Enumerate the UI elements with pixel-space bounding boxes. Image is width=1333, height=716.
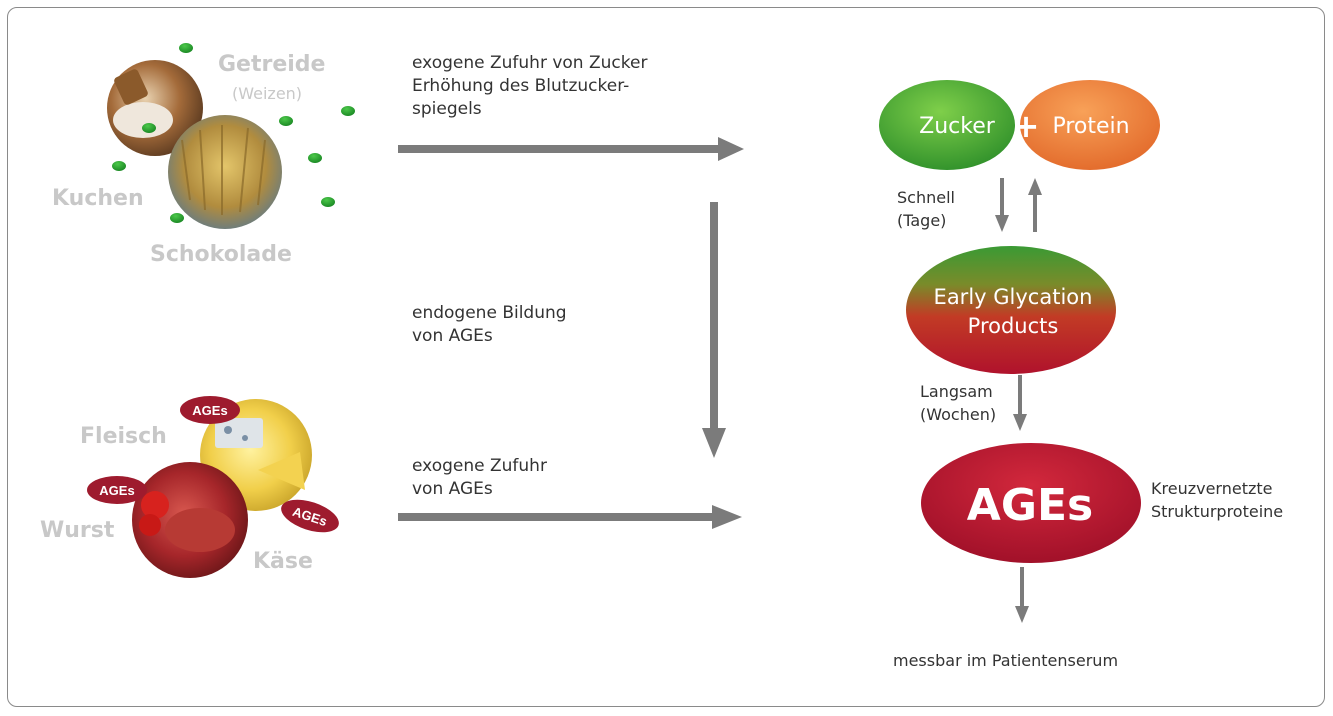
- sugar-food-images: [107, 60, 282, 229]
- text-kreuzvernetzt: Kreuzvernetzte Strukturproteine: [1151, 479, 1284, 521]
- main-arrows: [398, 137, 744, 529]
- products-label: Products: [968, 314, 1059, 338]
- text-exogen-zucker: exogene Zufuhr von Zucker Erhöhung des B…: [412, 53, 648, 119]
- text-exogen-ages: exogene Zufuhr von AGEs: [412, 456, 547, 499]
- label-getreide: Getreide: [218, 52, 326, 77]
- flow-arrows: [995, 178, 1042, 623]
- label-wurst: Wurst: [40, 518, 115, 543]
- ages-node-label: AGEs: [967, 480, 1093, 531]
- text-schnell: Schnell (Tage): [897, 188, 955, 230]
- zucker-label: Zucker: [919, 114, 996, 139]
- label-schokolade: Schokolade: [150, 242, 292, 267]
- diagram-frame: [7, 7, 1325, 707]
- early-label: Early Glycation: [934, 285, 1093, 309]
- ages-food-images: [132, 399, 312, 578]
- text-endogen: endogene Bildung von AGEs: [412, 303, 567, 346]
- label-fleisch: Fleisch: [80, 424, 167, 449]
- label-weizen: (Weizen): [232, 84, 303, 103]
- ages-tags: [87, 396, 339, 533]
- protein-label: Protein: [1052, 114, 1129, 139]
- label-kaese: Käse: [253, 549, 313, 574]
- sugar-pills: [112, 43, 355, 223]
- text-langsam: Langsam (Wochen): [920, 382, 997, 424]
- label-kuchen: Kuchen: [52, 186, 144, 211]
- ages-tag-label: AGEs: [99, 483, 134, 498]
- plus-sign: +: [1013, 107, 1040, 145]
- text-messbar: messbar im Patientenserum: [893, 651, 1119, 670]
- ages-tag-label: AGEs: [192, 403, 227, 418]
- flow-nodes: [879, 80, 1160, 563]
